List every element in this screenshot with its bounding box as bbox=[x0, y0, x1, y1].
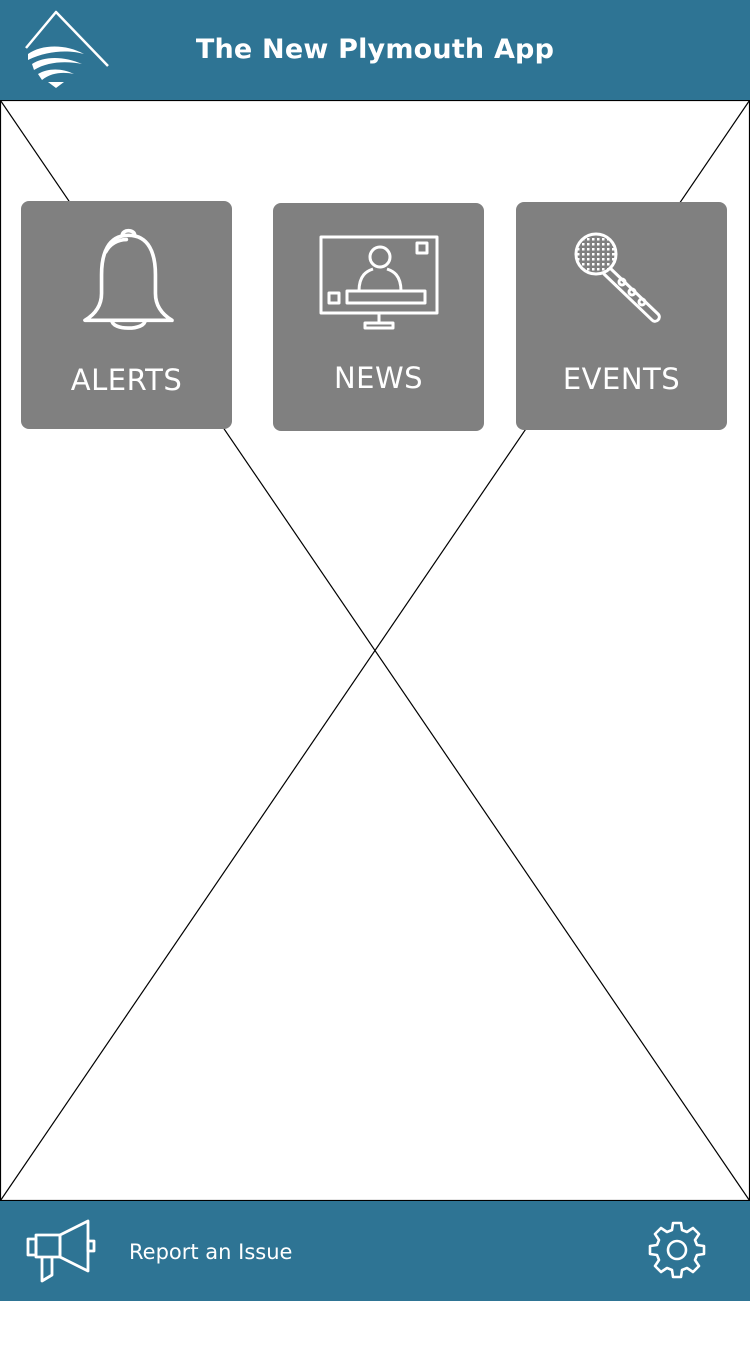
gear-icon[interactable] bbox=[646, 1219, 708, 1281]
logo-icon bbox=[25, 10, 109, 88]
app-header: The New Plymouth App bbox=[0, 0, 750, 100]
alerts-tile[interactable]: ALERTS bbox=[21, 201, 232, 429]
news-tile[interactable]: NEWS bbox=[273, 203, 484, 431]
alerts-label: ALERTS bbox=[70, 363, 183, 397]
report-issue-button[interactable]: Report an Issue bbox=[20, 1215, 340, 1287]
events-tile[interactable]: EVENTS bbox=[516, 202, 727, 430]
bell-icon bbox=[83, 228, 174, 330]
tv-news-icon bbox=[319, 235, 439, 330]
page-title: The New Plymouth App bbox=[195, 34, 555, 65]
bottom-bar: Report an Issue bbox=[0, 1201, 750, 1301]
events-label: EVENTS bbox=[562, 362, 681, 396]
news-label: NEWS bbox=[333, 361, 424, 395]
report-issue-label: Report an Issue bbox=[129, 1240, 293, 1264]
megaphone-icon bbox=[26, 1219, 96, 1283]
microphone-icon bbox=[574, 232, 661, 323]
